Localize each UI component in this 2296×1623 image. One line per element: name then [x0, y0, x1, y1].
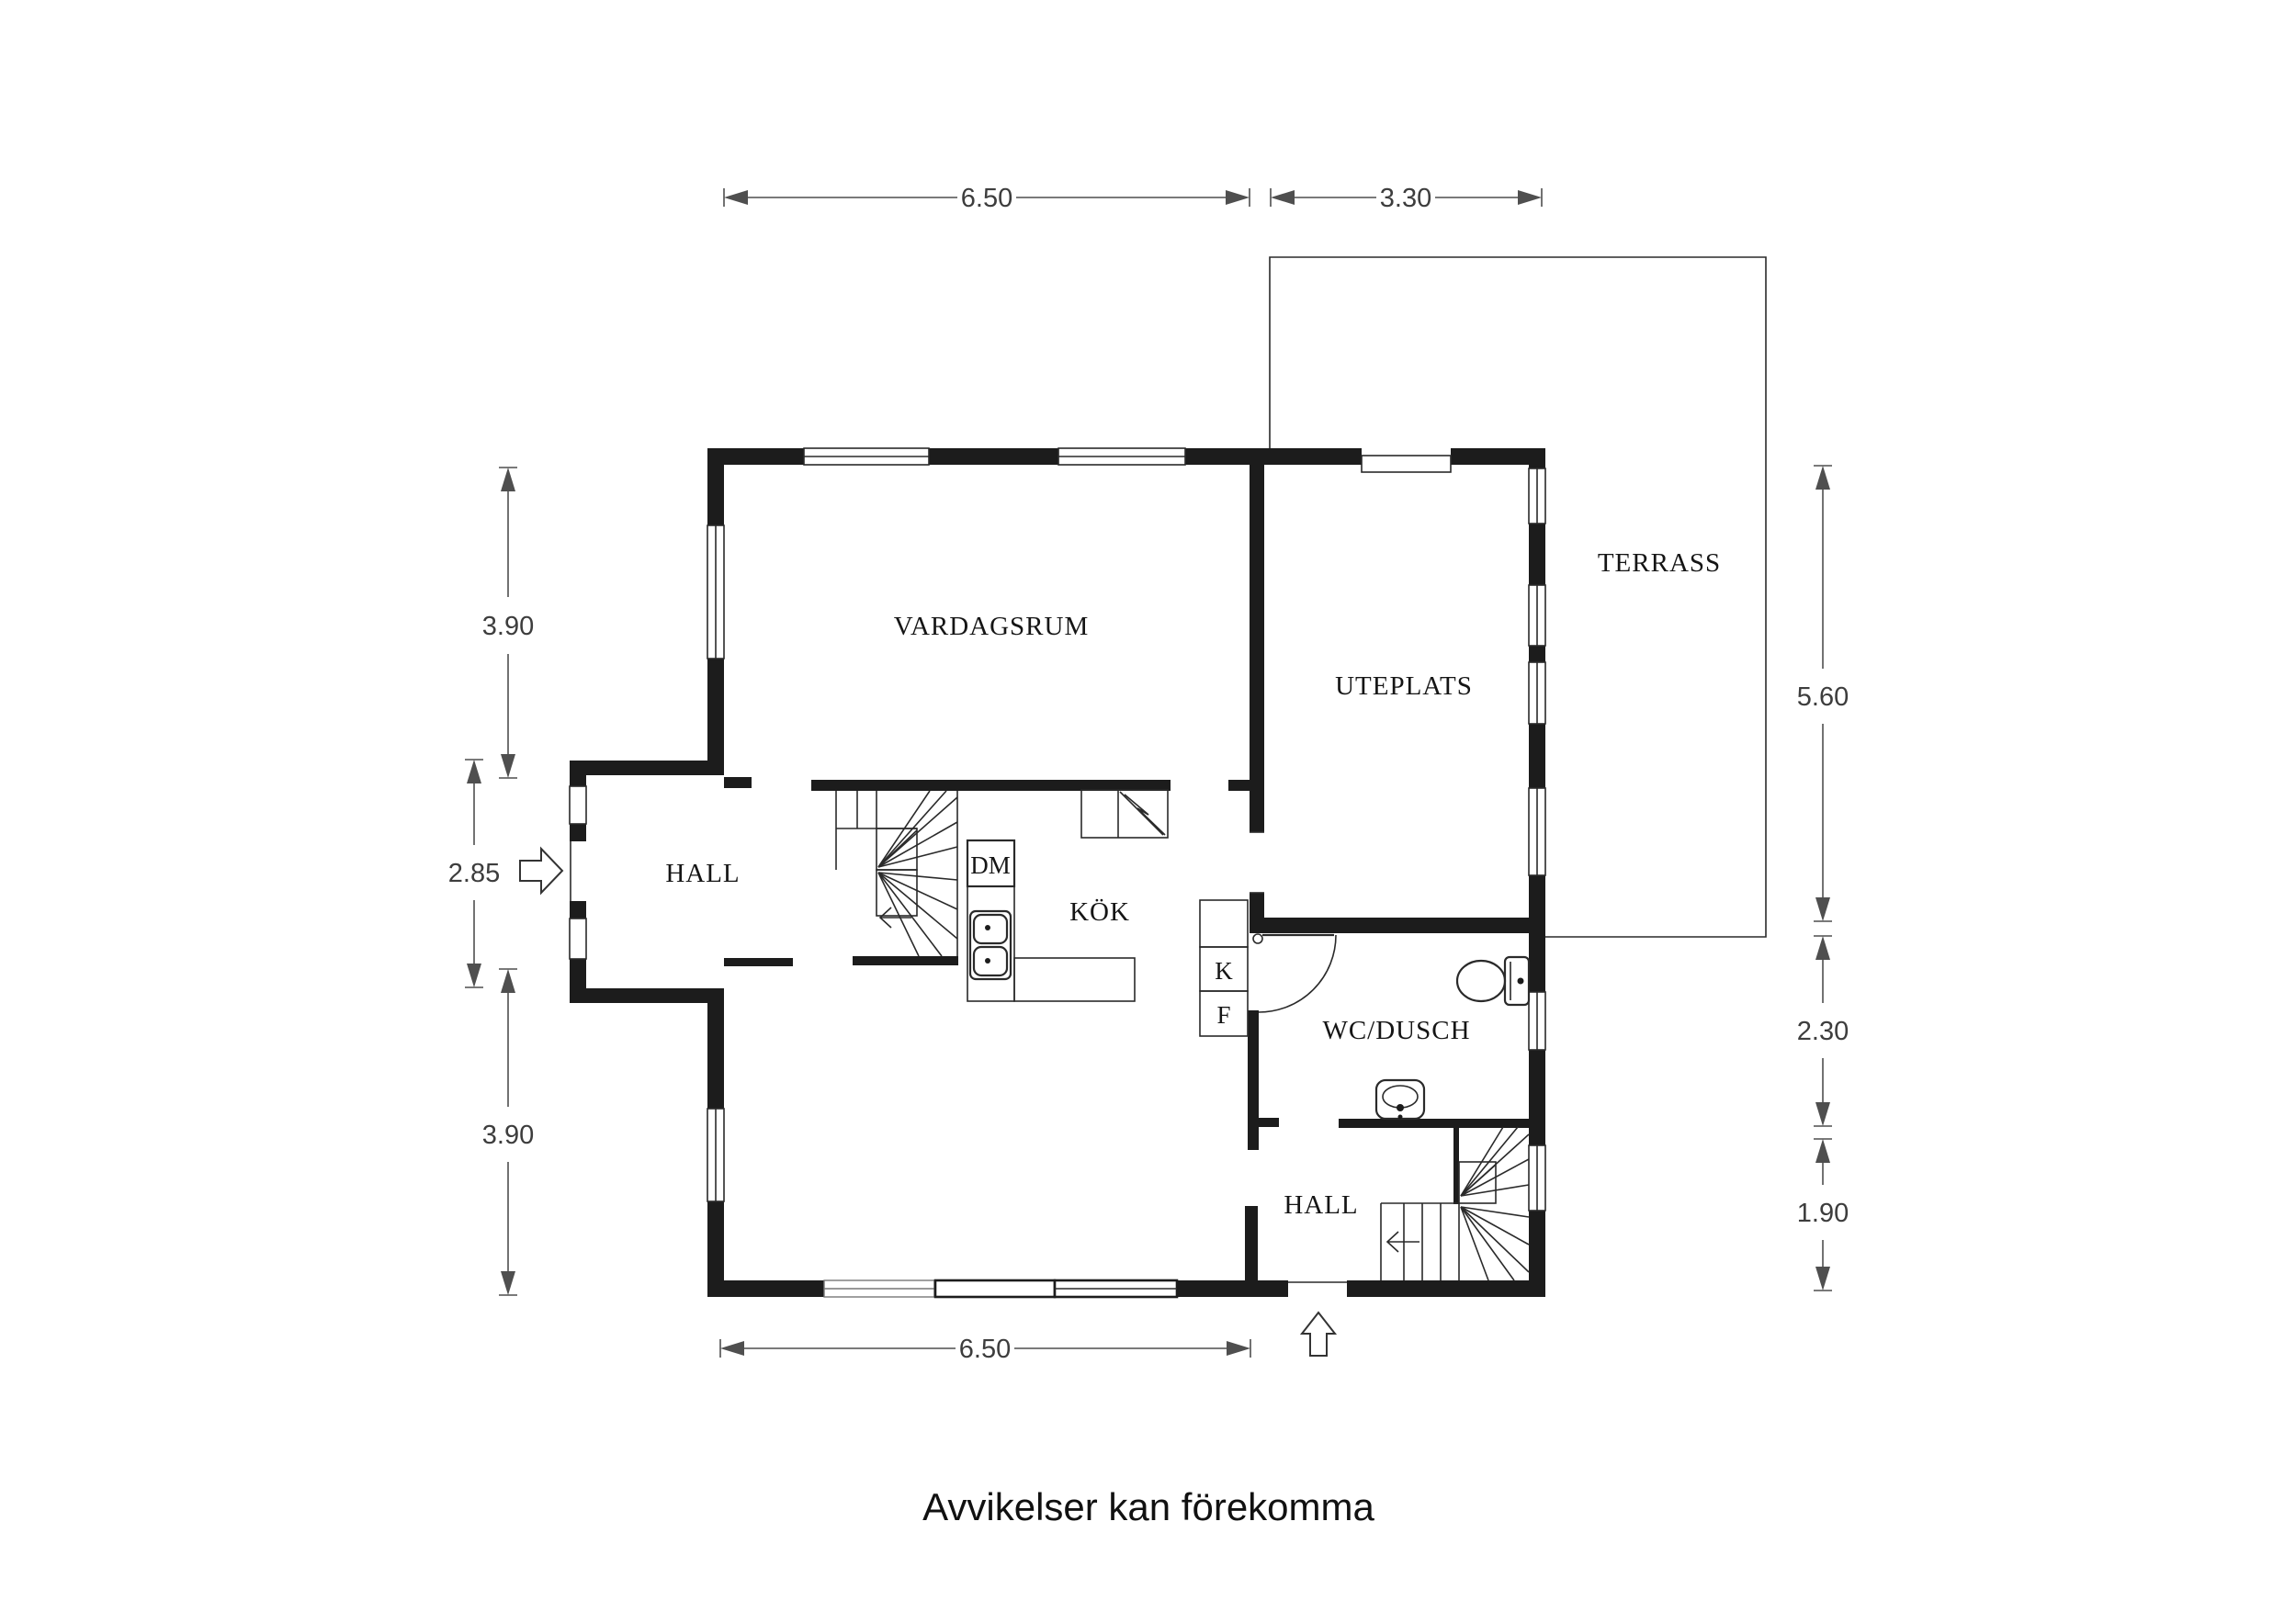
- dimension-lines: 6.50 3.30 3.90: [448, 184, 1849, 1364]
- fridge-freezer-boxes: [1199, 899, 1249, 1037]
- room-label-terrass: TERRASS: [1598, 548, 1721, 578]
- appliance-label-dm: DM: [970, 851, 1011, 879]
- window-top-1: [803, 447, 930, 466]
- toilet-icon: [1455, 955, 1531, 1007]
- stair-direction-arrow-lower: [1386, 1231, 1419, 1253]
- appliance-label-f: F: [1216, 1001, 1230, 1029]
- dim-right-wc: 2.30: [1797, 935, 1849, 1127]
- windows-east-wall: [1528, 468, 1546, 1212]
- staircase-upper: [835, 790, 958, 957]
- window-bottom-1: [823, 1279, 935, 1298]
- window-bottom-2: [933, 1279, 1057, 1299]
- dim-left-entrance: 2.85: [448, 759, 500, 988]
- stair-fan-lower: [1460, 1126, 1530, 1281]
- dim-label-bottom-main: 6.50: [959, 1335, 1011, 1364]
- room-label-hall-lower: HALL: [1284, 1190, 1358, 1220]
- dim-top-uteplats: 3.30: [1270, 184, 1543, 213]
- wc-door: [1252, 933, 1337, 1013]
- room-label-kok: KÖK: [1069, 897, 1130, 927]
- entrance-arrows: [519, 846, 1338, 1357]
- stove-bench-icon: [1080, 789, 1169, 839]
- room-label-hall-upper: HALL: [665, 859, 740, 888]
- stair-direction-arrow-upper: [878, 907, 911, 929]
- dim-bottom-main: 6.50: [719, 1335, 1251, 1364]
- window-top-2: [1058, 447, 1186, 466]
- kitchen-counter-vertical: [967, 885, 1015, 1002]
- window-uteplats-north: [1361, 446, 1452, 473]
- window-left-lower: [707, 1108, 725, 1202]
- window-left-upper: [707, 524, 725, 659]
- dim-label-left-lower: 3.90: [482, 1121, 534, 1150]
- entrance-arrow-west-icon: [519, 846, 564, 896]
- interior-walls: [724, 465, 1529, 1281]
- room-label-uteplats: UTEPLATS: [1335, 671, 1473, 701]
- staircase-lower: [1380, 1126, 1530, 1281]
- uteplats-door-opening: [1250, 831, 1264, 894]
- dim-right-stair: 1.90: [1797, 1138, 1849, 1291]
- window-hall-1: [569, 785, 587, 825]
- room-labels: VARDAGSRUM UTEPLATS TERRASS HALL KÖK WC/…: [665, 548, 1721, 1220]
- room-label-wc: WC/DUSCH: [1322, 1016, 1470, 1045]
- dim-left-lower: 3.90: [482, 968, 534, 1296]
- appliance-label-k: K: [1215, 957, 1233, 985]
- dim-right-terrass: 5.60: [1797, 465, 1849, 922]
- dim-label-top-uteplats: 3.30: [1380, 184, 1431, 213]
- terrass-outline: [1269, 256, 1767, 938]
- dim-label-left-entrance: 2.85: [448, 859, 500, 888]
- wc-fixtures: [1199, 899, 1531, 1121]
- sink-icon: [1374, 1078, 1426, 1121]
- kitchen-counter-horizontal: [1013, 957, 1136, 1002]
- entrance-arrow-south-icon: [1299, 1311, 1338, 1357]
- kitchen-fixtures: [966, 789, 1169, 1002]
- windows: [569, 446, 1546, 1299]
- main-entrance-opening: [1288, 1279, 1347, 1299]
- dim-label-left-upper: 3.90: [482, 612, 534, 641]
- dim-label-right-terrass: 5.60: [1797, 682, 1849, 712]
- disclaimer-note: Avvikelser kan förekomma: [922, 1485, 1374, 1528]
- dim-label-right-stair: 1.90: [1797, 1199, 1849, 1228]
- room-label-vardagsrum: VARDAGSRUM: [894, 612, 1090, 641]
- dim-top-main: 6.50: [723, 184, 1250, 213]
- dim-label-right-wc: 2.30: [1797, 1017, 1849, 1046]
- window-hall-2: [569, 918, 587, 960]
- dim-left-upper: 3.90: [482, 467, 534, 779]
- kitchen-sink-icon: [968, 909, 1012, 981]
- dim-label-top-main: 6.50: [961, 184, 1012, 213]
- window-bottom-3: [1053, 1279, 1179, 1299]
- stair-fan-upper: [877, 790, 958, 957]
- entrance-door-opening: [569, 841, 587, 901]
